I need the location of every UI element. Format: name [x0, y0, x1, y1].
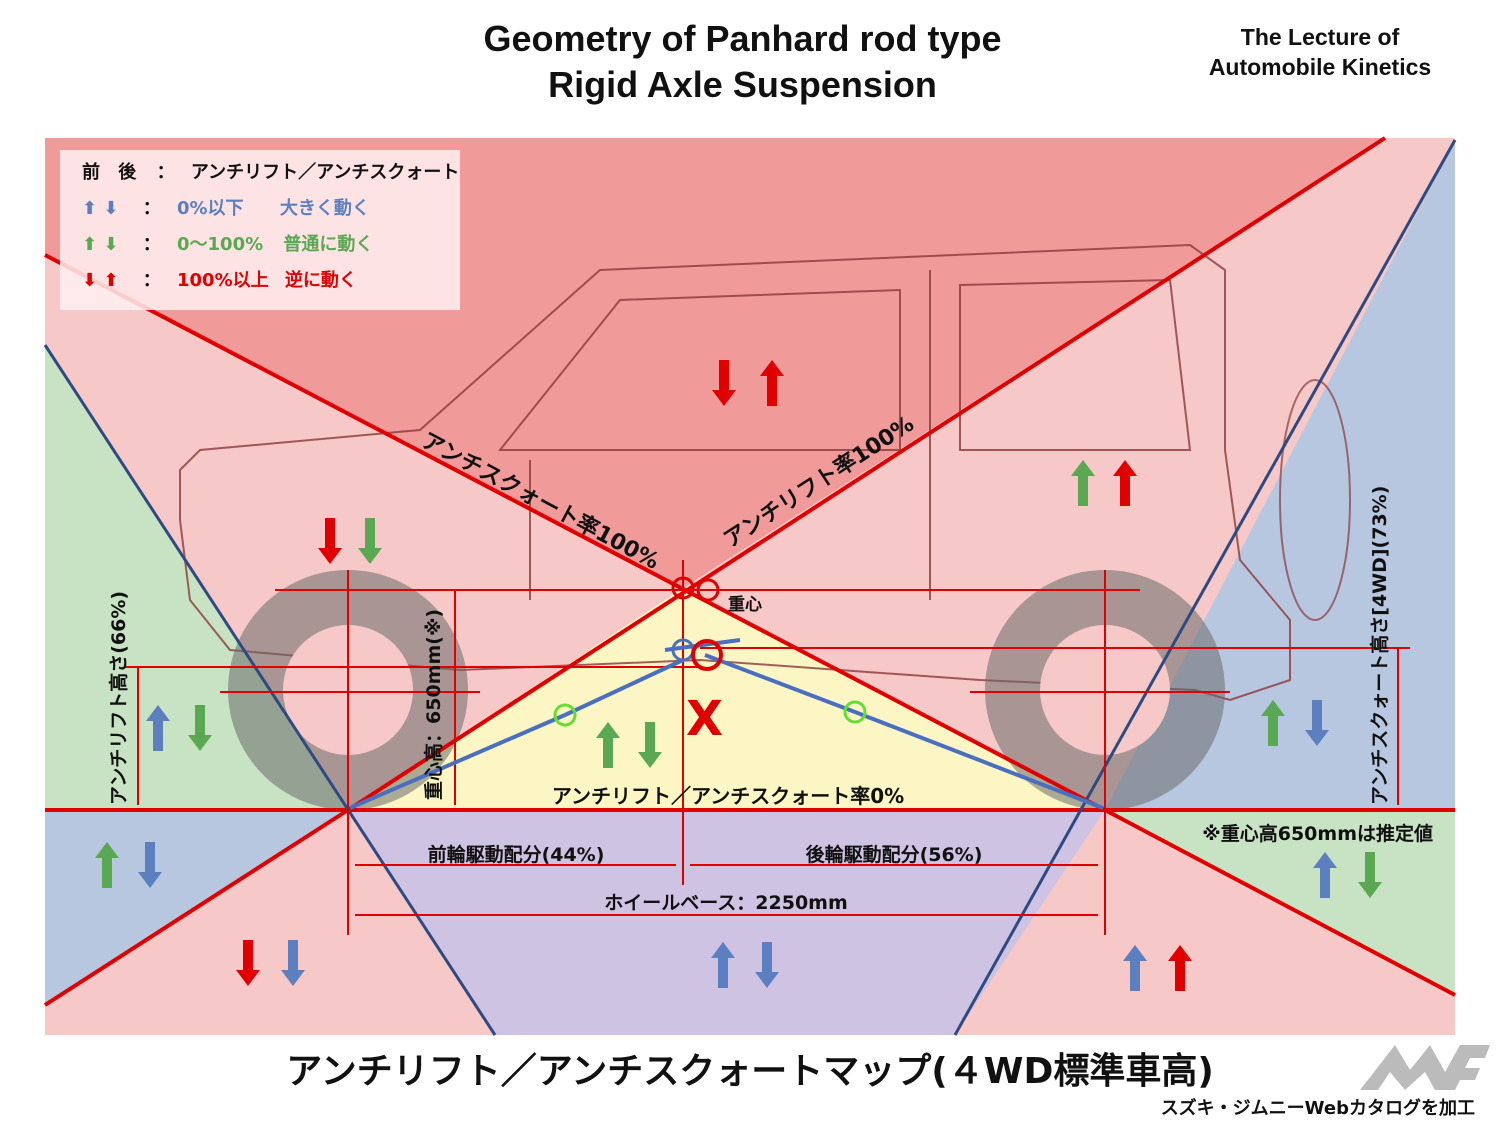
legend-meaning: 普通に動く [283, 234, 374, 255]
wheelbase-label: ホイールベース：2250mm [604, 892, 848, 914]
legend-rear-header: 後 [118, 162, 137, 183]
region-bottom-center-purple [348, 810, 1105, 1035]
note-label: ※重心高650mmは推定値 [1202, 822, 1433, 845]
legend-row-blue: ⬆ ⬇ ： 0%以下 大きく動く [82, 198, 370, 219]
legend-colon: ： [142, 234, 161, 255]
legend-range: 0%以下 [177, 198, 244, 219]
legend-colon: ： [156, 162, 175, 183]
legend-header-text: アンチリフト／アンチスクォート [190, 162, 460, 183]
legend-range: 0～100% [177, 234, 264, 255]
lecture-line-2: Automobile Kinetics [1208, 54, 1432, 80]
title-line-1: Geometry of Panhard rod type [483, 18, 1002, 59]
suspension-links [349, 638, 1104, 810]
rear-drive-label: 後輪駆動配分(56%) [806, 843, 983, 866]
legend-colon: ： [142, 270, 161, 291]
legend-range: 100%以上 [177, 270, 269, 291]
legend-front-header: 前 [82, 162, 100, 183]
region-center-yellow [348, 588, 1105, 810]
anti-lift-height-label: アンチリフト高さ(66%) [107, 591, 130, 805]
mf-logo [1360, 1045, 1490, 1090]
dimension-lines [125, 560, 1410, 935]
legend-row-green: ⬆ ⬇ ： 0～100% 普通に動く [82, 234, 374, 255]
zero-rate-label: アンチリフト／アンチスクォート率0% [552, 784, 904, 808]
red-boundary-lines [43, 136, 1456, 1007]
front-drive-label: 前輪駆動配分(44%) [428, 843, 605, 866]
cg-height-label: 重心高：650mm(※) [422, 609, 445, 800]
anti-squat-height-label: アンチスクォート高さ[4WD](73%) [1368, 486, 1391, 805]
instant-center-mark: X [686, 691, 723, 747]
legend-meaning: 大きく動く [279, 198, 370, 219]
source-credit: スズキ・ジムニーWebカタログを加工 [1160, 1098, 1475, 1119]
title-line-2: Rigid Axle Suspension [548, 64, 937, 105]
lecture-line-1: The Lecture of [1240, 24, 1400, 50]
pivot-points [553, 576, 867, 727]
legend-row-red: ⬇ ⬆ ： 100%以上 逆に動く [82, 270, 357, 291]
blue-boundary-lines [43, 139, 1457, 1036]
legend-meaning: 逆に動く [284, 270, 357, 291]
cg-label: 重心 [728, 594, 762, 615]
legend: 前 後 ： アンチリフト／アンチスクォート ⬆ ⬇ ： 0%以下 大きく動く ⬆… [60, 150, 460, 310]
diagram-title: Geometry of Panhard rod type Rigid Axle … [300, 16, 1185, 108]
lecture-label: The Lecture of Automobile Kinetics [1160, 22, 1480, 82]
map-caption: アンチリフト／アンチスクォートマップ(４WD標準車高) [286, 1051, 1214, 1092]
spare-tire [1279, 379, 1351, 621]
legend-colon: ： [142, 198, 161, 219]
